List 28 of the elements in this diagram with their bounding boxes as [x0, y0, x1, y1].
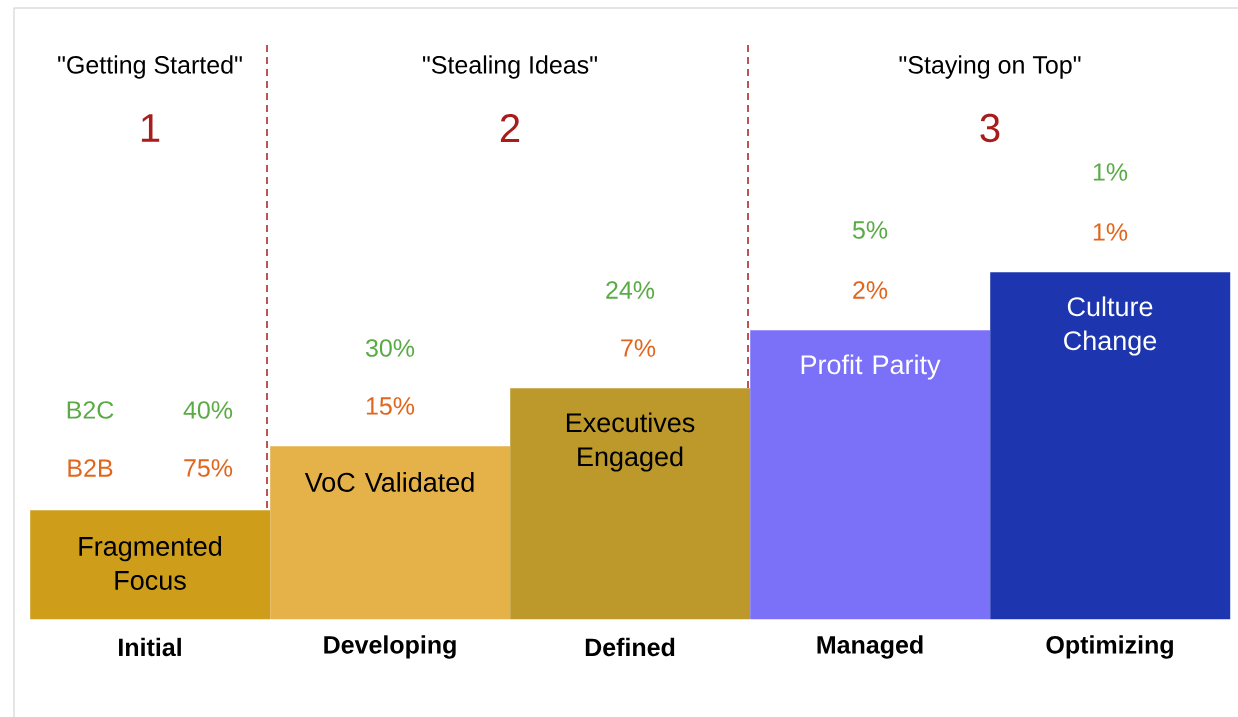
- phase-number: 1: [141, 114, 160, 142]
- level-label: Managed: [817, 635, 923, 659]
- level-label: Defined: [585, 637, 675, 657]
- percentage-label: 30%: [365, 339, 415, 357]
- phase-title: "Staying on Top": [899, 55, 1081, 79]
- phase-title: "Stealing Ideas": [423, 55, 597, 79]
- level-label: Initial: [119, 637, 181, 657]
- phase-title: "Getting Started": [58, 55, 242, 79]
- percentage-label: 2%: [853, 281, 888, 299]
- percentage-label: 24%: [606, 281, 655, 299]
- phase-number: 2: [500, 114, 520, 142]
- percentage-label: 1%: [1093, 223, 1128, 241]
- step-box: VoC Validated: [270, 446, 511, 620]
- segment-label: B2B: [68, 459, 113, 477]
- step-box: Profit Parity: [750, 330, 991, 620]
- percentage-label: 1%: [1093, 163, 1128, 181]
- phase-number: 3: [980, 113, 1000, 143]
- level-label: Developing: [324, 635, 456, 659]
- step-box: Culture Change: [990, 272, 1231, 620]
- step-box: Fragmented Focus: [30, 510, 271, 620]
- level-label: Optimizing: [1046, 635, 1173, 659]
- step-box: Executives Engaged: [510, 388, 751, 620]
- percentage-label: 75%: [184, 459, 233, 477]
- percentage-label: 40%: [183, 401, 233, 419]
- segment-label: B2C: [67, 401, 114, 419]
- percentage-label: 7%: [621, 339, 656, 357]
- percentage-label: 15%: [366, 397, 415, 415]
- percentage-label: 5%: [852, 221, 888, 239]
